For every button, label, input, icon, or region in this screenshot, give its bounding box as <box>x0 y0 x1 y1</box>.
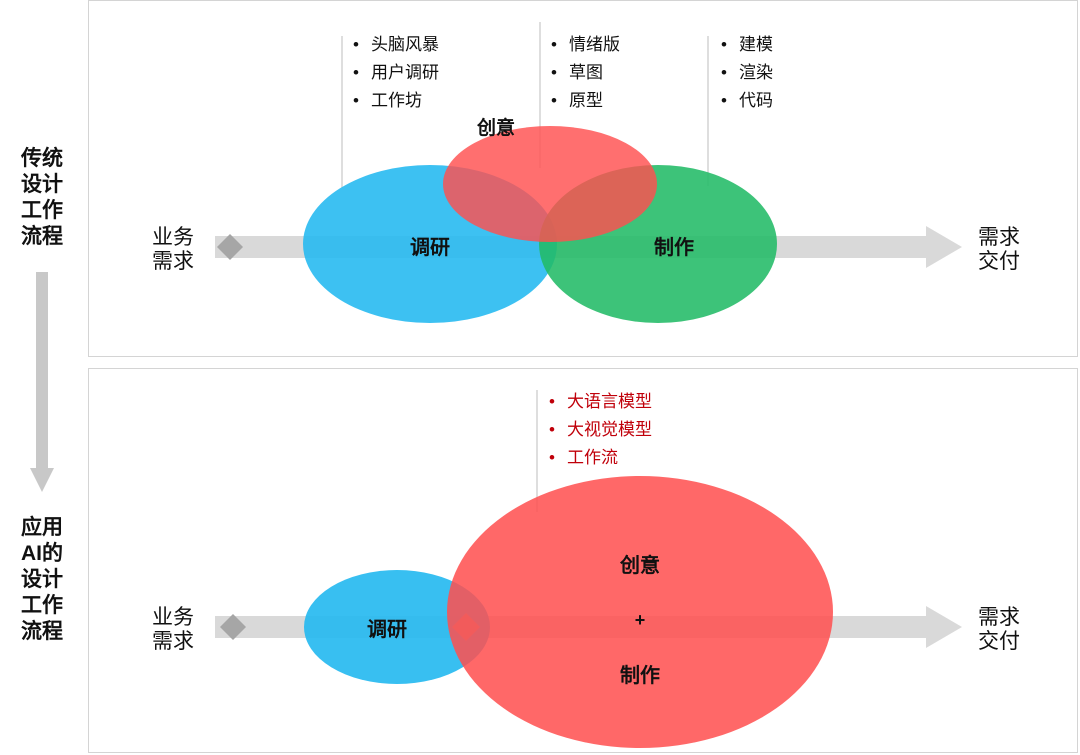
list-item: 大语言模型 <box>549 388 652 416</box>
list-item: 工作坊 <box>353 87 439 115</box>
list-item: 工作流 <box>549 444 652 472</box>
production-label: 制作 <box>654 235 694 259</box>
transition-arrow <box>30 272 54 492</box>
traditional-start-diamond <box>217 234 243 260</box>
research-method-list: 头脑风暴 用户调研 工作坊 <box>353 31 439 115</box>
list-item: 建模 <box>721 31 773 59</box>
ai-research-label: 调研 <box>367 618 407 641</box>
ai-idea-label: 创意 <box>619 553 660 577</box>
list-item: 代码 <box>721 87 773 115</box>
list-item: 情绪版 <box>551 31 620 59</box>
production-method-list: 建模 渲染 代码 <box>721 31 773 115</box>
list-item: 大视觉模型 <box>549 416 652 444</box>
ai-workflow-title: 应用 AI的 设计 工作 流程 <box>21 516 63 643</box>
ai-plus-sign: + <box>635 610 646 630</box>
list-item: 渲染 <box>721 59 773 87</box>
list-item: 用户调研 <box>353 59 439 87</box>
list-item: 草图 <box>551 59 620 87</box>
idea-circle <box>443 126 657 242</box>
list-item: 原型 <box>551 87 620 115</box>
idea-label: 创意 <box>476 116 515 139</box>
traditional-start-label: 业务 需求 <box>152 226 194 273</box>
ai-end-label: 需求 交付 <box>978 606 1020 653</box>
research-label: 调研 <box>410 236 450 259</box>
ai-combined-circle <box>447 476 833 748</box>
ai-start-diamond <box>220 614 246 640</box>
ai-production-label: 制作 <box>620 663 660 687</box>
ai-start-label: 业务 需求 <box>152 606 194 653</box>
ai-research-circle <box>304 570 490 684</box>
traditional-end-label: 需求 交付 <box>978 226 1020 273</box>
ai-model-list: 大语言模型 大视觉模型 工作流 <box>549 388 652 472</box>
list-item: 头脑风暴 <box>353 31 439 59</box>
idea-method-list: 情绪版 草图 原型 <box>551 31 620 115</box>
traditional-workflow-title: 传统 设计 工作 流程 <box>21 147 63 248</box>
